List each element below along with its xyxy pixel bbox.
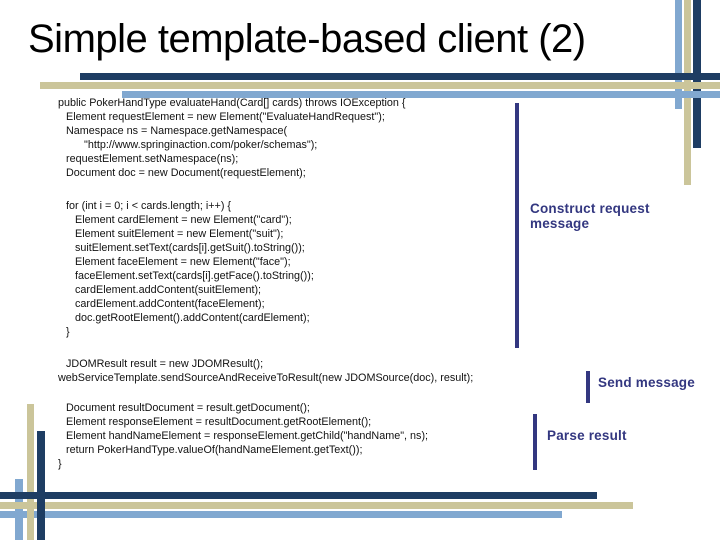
code-block-card-loop: for (int i = 0; i < cards.length; i++) {…	[58, 199, 314, 339]
send-annotation-label: Send message	[598, 375, 695, 390]
code-line: }	[66, 326, 70, 338]
code-line: public PokerHandType evaluateHand(Card[]…	[58, 97, 406, 109]
code-line: suitElement.setText(cards[i].getSuit().t…	[75, 242, 305, 254]
code-line: for (int i = 0; i < cards.length; i++) {	[66, 200, 232, 212]
title-divider-line-lightblue	[122, 91, 720, 98]
slide-title: Simple template-based client (2)	[28, 17, 586, 61]
bottom-left-vertical-bar-tan	[27, 404, 34, 540]
code-line: Element requestElement = new Element("Ev…	[66, 111, 385, 123]
footer-line-lightblue	[0, 511, 562, 518]
send-annotation-rule	[586, 371, 590, 403]
code-line: cardElement.addContent(suitElement);	[75, 284, 262, 296]
code-line: Namespace ns = Namespace.getNamespace(	[66, 125, 288, 137]
bottom-left-vertical-bar-lightblue	[15, 479, 23, 540]
code-line: Document doc = new Document(requestEleme…	[66, 167, 306, 179]
code-line: Element handNameElement = responseElemen…	[66, 430, 429, 442]
code-block-send-message: JDOMResult result = new JDOMResult(); web…	[58, 357, 473, 385]
bottom-left-vertical-bar-navy	[37, 431, 45, 540]
parse-annotation-rule	[533, 414, 537, 470]
code-line: requestElement.setNamespace(ns);	[66, 153, 239, 165]
title-divider-line-navy	[80, 73, 720, 80]
code-line: return PokerHandType.valueOf(handNameEle…	[66, 444, 363, 456]
code-line: doc.getRootElement().addContent(cardElem…	[75, 312, 310, 324]
code-line: cardElement.addContent(faceElement);	[75, 298, 265, 310]
code-block-parse-result: Document resultDocument = result.getDocu…	[58, 401, 428, 471]
construct-annotation-label: Construct request message	[530, 201, 650, 231]
code-line: webServiceTemplate.sendSourceAndReceiveT…	[58, 372, 474, 384]
construct-annotation-rule	[515, 103, 519, 348]
code-line: faceElement.setText(cards[i].getFace().t…	[75, 270, 314, 282]
title-divider-line-tan	[40, 82, 720, 89]
code-line: JDOMResult result = new JDOMResult();	[66, 358, 264, 370]
code-line: Element faceElement = new Element("face"…	[75, 256, 291, 268]
code-line: Element cardElement = new Element("card"…	[75, 214, 292, 226]
code-block-construct-request: public PokerHandType evaluateHand(Card[]…	[58, 96, 405, 180]
code-line: Element responseElement = resultDocument…	[66, 416, 372, 428]
top-right-vertical-bar-lightblue	[675, 0, 682, 109]
parse-annotation-label: Parse result	[547, 428, 627, 443]
code-line: Element suitElement = new Element("suit"…	[75, 228, 284, 240]
footer-line-navy	[0, 492, 597, 499]
code-line: Document resultDocument = result.getDocu…	[66, 402, 310, 414]
code-line: }	[58, 458, 62, 470]
code-line: "http://www.springinaction.com/poker/sch…	[84, 139, 318, 151]
footer-line-tan	[0, 502, 633, 509]
